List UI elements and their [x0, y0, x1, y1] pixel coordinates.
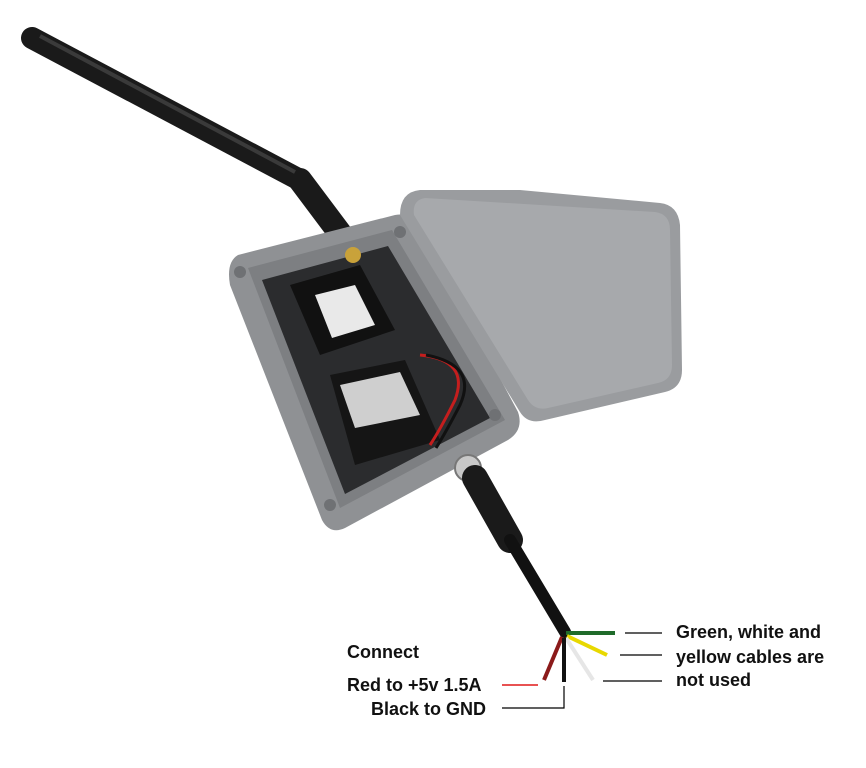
red-wire-label: Red to +5v 1.5A	[347, 675, 482, 695]
yellow-wire	[566, 634, 608, 657]
enclosure	[229, 214, 520, 531]
red-wire	[542, 636, 564, 681]
leader-lines	[502, 632, 662, 709]
wires	[542, 631, 615, 682]
unused-wires-label-line2: yellow cables are	[676, 647, 825, 667]
unused-wires-label-line3: not used	[676, 670, 751, 690]
white-wire	[564, 636, 595, 682]
unused-wires-label-line1: Green, white and	[676, 622, 822, 642]
antenna	[21, 27, 357, 252]
enclosure-lid	[400, 190, 682, 422]
cable	[454, 454, 571, 638]
connect-heading: Connect	[347, 642, 419, 662]
black-wire-label: Black to GND	[371, 699, 487, 719]
